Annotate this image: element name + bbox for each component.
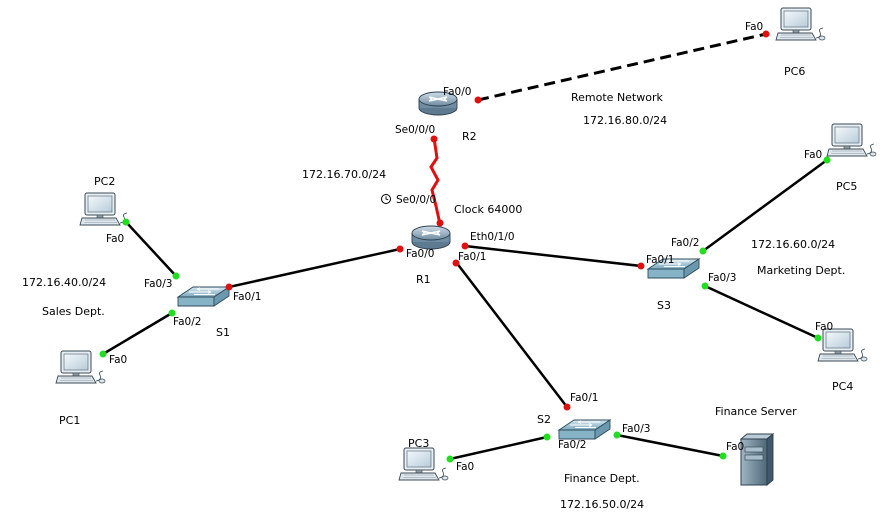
- port-label-pc1-fa0: Fa0: [109, 354, 127, 366]
- port-label-s2-fa0-1: Fa0/1: [570, 392, 598, 404]
- link-r1-s1[interactable]: [228, 247, 401, 289]
- link-r2-pc6[interactable]: [477, 32, 767, 102]
- port-label-pc5-fa0: Fa0: [804, 149, 822, 161]
- pc4[interactable]: [817, 328, 868, 362]
- link-r2-r1-serial[interactable]: [429, 137, 442, 225]
- link-pc1-s1[interactable]: [102, 311, 173, 356]
- port-label-r1-se0-0-0: Se0/0/0: [396, 194, 436, 206]
- port-label-r1-fa0-1: Fa0/1: [458, 251, 486, 263]
- link-pc3-s2[interactable]: [449, 435, 548, 461]
- port-label-r2-fa0-0: Fa0/0: [443, 86, 471, 98]
- link-server-s2[interactable]: [616, 433, 724, 458]
- label-pc5: PC5: [836, 180, 857, 193]
- port-dot-pc1-fa0: [99, 350, 107, 358]
- port-dot-s1-fa0-3: [172, 272, 180, 280]
- port-dot-r1-se0-0-0: [436, 219, 444, 227]
- sales-subnet-label: 172.16.40.0/24: [22, 276, 106, 289]
- label-r1: R1: [416, 273, 431, 286]
- label-pc3: PC3: [408, 437, 429, 450]
- pc6[interactable]: [775, 7, 826, 41]
- label-s1: S1: [216, 326, 230, 339]
- port-dot-r2-fa0-0: [474, 96, 482, 104]
- port-dot-pc6-fa0: [762, 30, 770, 38]
- finance-dept-label: Finance Dept.: [564, 472, 640, 485]
- port-label-s2-fa0-2: Fa0/2: [558, 439, 586, 451]
- port-dot-s3-fa0-2: [699, 247, 707, 255]
- port-dot-s3-fa0-3: [701, 282, 709, 290]
- label-s2: S2: [537, 413, 551, 426]
- switch-s2[interactable]: [558, 419, 611, 440]
- port-dot-r1-fa0-1: [452, 259, 460, 267]
- port-dot-server-fa0: [719, 452, 727, 460]
- serial-subnet-label: 172.16.70.0/24: [302, 168, 386, 181]
- pc2[interactable]: [79, 192, 130, 226]
- port-label-r1-fa0-0: Fa0/0: [406, 248, 434, 260]
- marketing-dept-label: Marketing Dept.: [757, 264, 845, 277]
- label-pc2: PC2: [94, 175, 115, 188]
- port-dot-r2-se0-0-0: [430, 135, 438, 143]
- label-r2: R2: [462, 130, 477, 143]
- links: [102, 32, 828, 461]
- port-label-pc2-fa0: Fa0: [106, 233, 124, 245]
- network-annotations: Clock 64000 Remote Network 172.16.80.0/2…: [22, 91, 845, 511]
- label-pc4: PC4: [832, 380, 853, 393]
- port-label-server-fa0: Fa0: [726, 441, 744, 453]
- port-label-s3-fa0-3: Fa0/3: [708, 272, 736, 284]
- pc5[interactable]: [826, 123, 877, 157]
- port-label-s1-fa0-1: Fa0/1: [233, 291, 261, 303]
- remote-subnet-label: 172.16.80.0/24: [583, 114, 667, 127]
- port-indicators: [99, 30, 831, 463]
- port-dot-pc4-fa0: [814, 334, 822, 342]
- port-dot-s1-fa0-1: [225, 283, 233, 291]
- port-dot-s2-fa0-2: [543, 433, 551, 441]
- port-label-pc4-fa0: Fa0: [815, 321, 833, 333]
- clock-icon: [381, 194, 391, 204]
- port-label-pc3-fa0: Fa0: [456, 461, 474, 473]
- router-r1[interactable]: [411, 225, 451, 250]
- port-label-s1-fa0-2: Fa0/2: [173, 316, 201, 328]
- port-dot-s2-fa0-3: [613, 431, 621, 439]
- label-finance-server: Finance Server: [715, 405, 797, 418]
- port-dot-s3-fa0-1: [637, 262, 645, 270]
- pc1[interactable]: [55, 350, 106, 384]
- marketing-subnet-label: 172.16.60.0/24: [751, 238, 835, 251]
- finance-server[interactable]: [740, 433, 774, 486]
- port-label-s3-fa0-1: Fa0/1: [646, 254, 674, 266]
- link-r1-s3[interactable]: [464, 244, 642, 268]
- link-pc4-s3[interactable]: [704, 284, 819, 340]
- port-labels: Fa0/0 Se0/0/0 Se0/0/0 Fa0/0 Fa0/1 Eth0/1…: [106, 21, 833, 473]
- sales-dept-label: Sales Dept.: [42, 305, 105, 318]
- port-label-s2-fa0-3: Fa0/3: [622, 423, 650, 435]
- label-pc1: PC1: [59, 414, 80, 427]
- switch-s1[interactable]: [177, 286, 230, 307]
- label-s3: S3: [657, 299, 671, 312]
- pc3[interactable]: [398, 447, 449, 481]
- port-dot-s2-fa0-1: [563, 403, 571, 411]
- link-pc2-s1[interactable]: [125, 221, 177, 277]
- link-r1-s2[interactable]: [455, 261, 568, 408]
- label-pc6: PC6: [784, 65, 805, 78]
- port-label-r1-eth0-1-0: Eth0/1/0: [470, 231, 515, 243]
- finance-subnet-label: 172.16.50.0/24: [560, 498, 644, 511]
- clock-rate-label: Clock 64000: [454, 203, 522, 216]
- port-dot-pc3-fa0: [446, 455, 454, 463]
- port-dot-r1-fa0-0: [396, 245, 404, 253]
- remote-network-label: Remote Network: [571, 91, 663, 104]
- port-label-s1-fa0-3: Fa0/3: [144, 278, 172, 290]
- port-dot-s1-fa0-2: [168, 309, 176, 317]
- port-label-pc6-fa0: Fa0: [745, 21, 763, 33]
- port-dot-pc5-fa0: [823, 156, 831, 164]
- port-dot-pc2-fa0: [122, 218, 130, 226]
- port-dot-r1-eth0-1-0: [461, 242, 469, 250]
- port-label-r2-se0-0-0: Se0/0/0: [395, 124, 435, 136]
- device-labels: R2 R1 S1 S3 S2 PC6 PC2 PC1 PC5 PC4 PC3 F…: [59, 65, 857, 450]
- link-pc5-s3[interactable]: [702, 158, 828, 253]
- port-label-s3-fa0-2: Fa0/2: [671, 237, 699, 249]
